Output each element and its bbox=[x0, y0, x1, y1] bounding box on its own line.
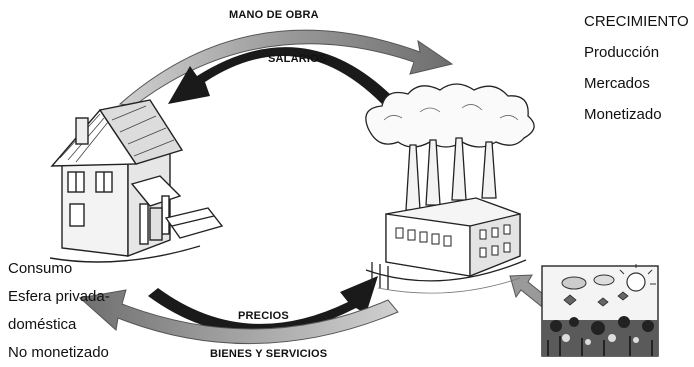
household-text-block: Consumo Esfera privada- doméstica No mon… bbox=[8, 255, 110, 367]
industry-crecimiento: CRECIMIENTO bbox=[584, 13, 689, 30]
industry-produccion: Producción bbox=[584, 44, 660, 61]
label-mano-de-obra: MANO DE OBRA bbox=[229, 9, 319, 21]
household-esfera: Esfera privada- bbox=[8, 288, 110, 305]
precios-arrow bbox=[148, 276, 378, 335]
house-illustration bbox=[49, 99, 224, 263]
nature-drawing bbox=[541, 264, 659, 357]
salarios-arrow bbox=[168, 47, 396, 106]
factory-illustration bbox=[365, 83, 535, 294]
household-no-monetizado: No monetizado bbox=[8, 344, 109, 361]
label-salarios: SALARIOS bbox=[268, 53, 327, 65]
bienes-servicios-arrow bbox=[78, 289, 399, 344]
mano-de-obra-arrow bbox=[118, 29, 454, 107]
label-bienes-y-servicios: BIENES Y SERVICIOS bbox=[210, 348, 328, 360]
industry-monetizado: Monetizado bbox=[584, 106, 662, 123]
household-consumo: Consumo bbox=[8, 260, 73, 277]
label-precios: PRECIOS bbox=[238, 310, 289, 322]
industry-mercados: Mercados bbox=[584, 75, 650, 92]
household-domestica: doméstica bbox=[8, 316, 77, 333]
industry-text-block: CRECIMIENTO Producción Mercados Monetiza… bbox=[584, 6, 689, 130]
nature-to-factory-arrow bbox=[509, 274, 549, 307]
